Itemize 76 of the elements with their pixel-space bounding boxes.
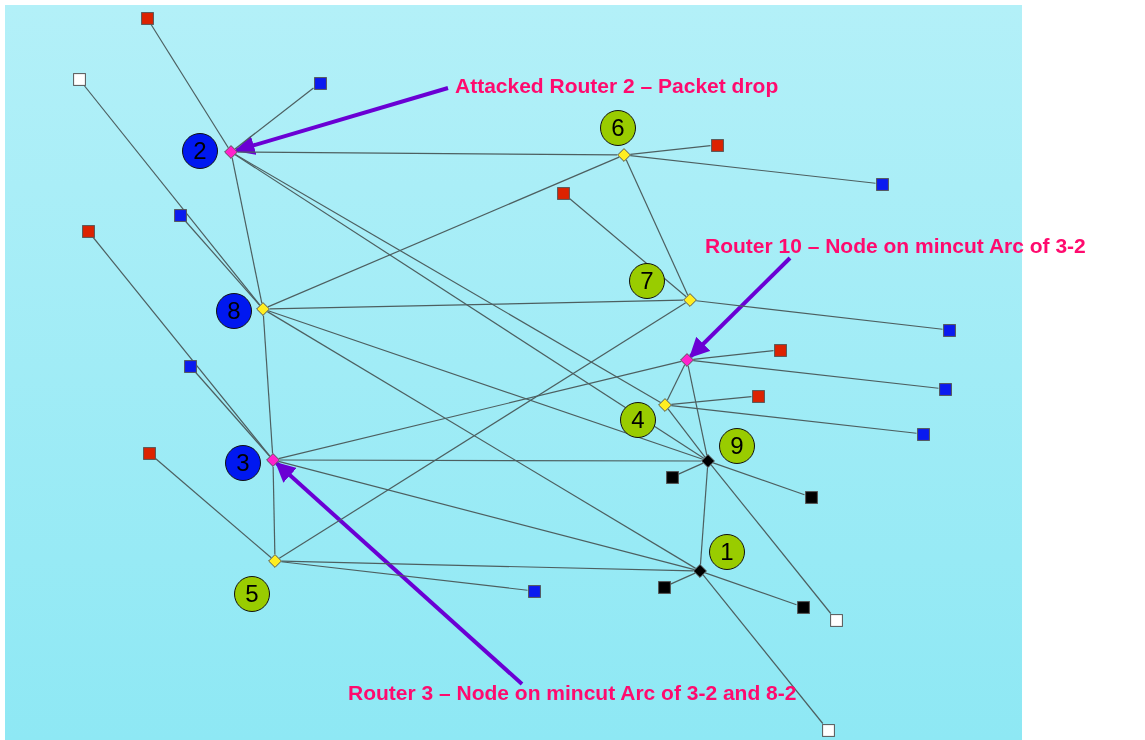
- host-square: [710, 138, 724, 152]
- link-line: [629, 145, 712, 155]
- host-square: [942, 323, 956, 337]
- host-square: [938, 382, 952, 396]
- host-square: [916, 427, 930, 441]
- link-line: [83, 84, 261, 306]
- arrow: [275, 461, 524, 686]
- link-line: [670, 396, 753, 405]
- host-square: [313, 76, 327, 90]
- host-square: [821, 723, 835, 737]
- router-diamond: [256, 302, 270, 316]
- link-line: [150, 23, 229, 149]
- router-diamond: [680, 353, 694, 367]
- link-line: [687, 365, 708, 456]
- link-line: [262, 314, 274, 455]
- host-square: [796, 600, 810, 614]
- link-line: [677, 462, 704, 475]
- host-square: [556, 186, 570, 200]
- host-square: [140, 11, 154, 25]
- link-line: [92, 236, 271, 457]
- link-line: [669, 572, 696, 585]
- link-line: [278, 360, 682, 460]
- link-line: [234, 154, 662, 404]
- link-line: [712, 462, 806, 496]
- link-line: [629, 155, 877, 184]
- host-square: [183, 359, 197, 373]
- host-square: [773, 343, 787, 357]
- link-line: [195, 371, 271, 457]
- router-diamond: [701, 454, 715, 468]
- router-diamond: [658, 398, 672, 412]
- arrow: [234, 86, 449, 155]
- link-line: [267, 156, 620, 308]
- callout-text: Attacked Router 2 – Packet drop: [455, 74, 779, 98]
- host-square: [657, 580, 671, 594]
- host-square: [829, 613, 843, 627]
- link-line: [667, 408, 706, 458]
- link-line: [692, 360, 940, 389]
- link-line: [695, 300, 944, 330]
- link-line: [267, 310, 704, 460]
- link-line: [670, 405, 918, 434]
- host-square: [665, 470, 679, 484]
- link-line: [277, 460, 696, 571]
- link-line: [154, 457, 272, 559]
- link-line: [272, 466, 276, 555]
- link-line: [234, 154, 705, 459]
- router-diamond: [224, 145, 238, 159]
- link-line: [710, 464, 832, 615]
- router-diamond: [693, 564, 707, 578]
- host-square: [142, 446, 156, 460]
- link-line: [704, 572, 798, 606]
- link-line: [692, 350, 775, 360]
- host-square: [751, 389, 765, 403]
- router-diamond: [268, 554, 282, 568]
- link-line: [666, 364, 686, 401]
- link-line: [231, 157, 263, 304]
- callout-text: Router 10 – Node on mincut Arc of 3-2: [705, 234, 1086, 258]
- host-square: [527, 584, 541, 598]
- router-diamond: [266, 453, 280, 467]
- host-square: [875, 177, 889, 191]
- link-line: [280, 561, 529, 591]
- link-line: [237, 151, 618, 156]
- link-line: [234, 87, 315, 150]
- host-square: [173, 208, 187, 222]
- link-line: [699, 466, 709, 566]
- link-line: [185, 220, 261, 306]
- host-square: [81, 224, 95, 238]
- link-line: [269, 299, 684, 310]
- arrow: [689, 256, 792, 358]
- link-line: [625, 159, 689, 296]
- host-square: [804, 490, 818, 504]
- router-diamond: [617, 148, 631, 162]
- router-diamond: [683, 293, 697, 307]
- link-line: [702, 574, 824, 725]
- host-square: [72, 72, 86, 86]
- link-line: [279, 459, 702, 462]
- callout-text: Router 3 – Node on mincut Arc of 3-2 and 8-2: [348, 681, 797, 705]
